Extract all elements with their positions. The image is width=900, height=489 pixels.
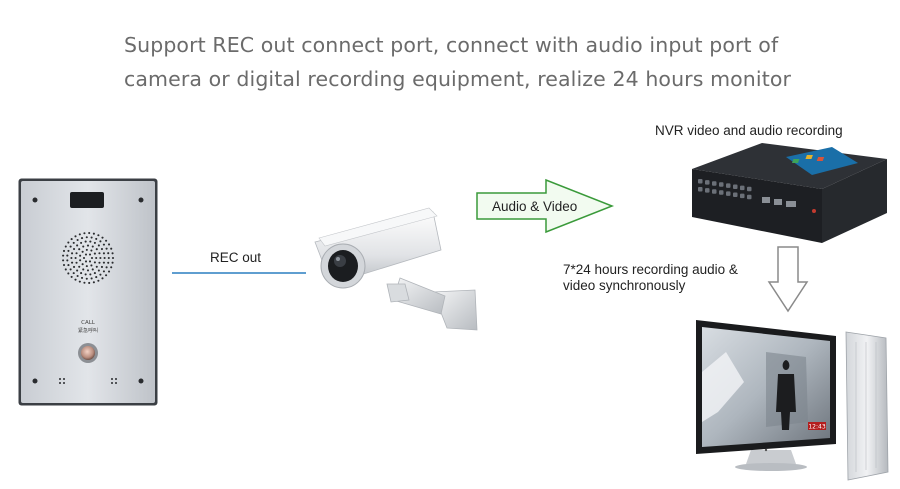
headline: Support REC out connect port, connect wi…	[124, 28, 844, 96]
headline-line-1: Support REC out connect port, connect wi…	[124, 28, 844, 62]
cctv-camera	[305, 200, 485, 330]
audio-video-label: Audio & Video	[492, 199, 577, 215]
door-intercom-panel: CALL 紧急呼叫	[18, 178, 158, 406]
monitor-timestamp: 12:43	[808, 424, 825, 431]
call-label: CALL	[81, 320, 96, 326]
rec-out-label: REC out	[210, 250, 261, 266]
nvr-label: NVR video and audio recording	[655, 123, 843, 139]
recording-down-arrow	[768, 246, 808, 312]
call-cn-label: 紧急呼叫	[78, 327, 98, 334]
computer-tower	[846, 332, 888, 480]
recording-label-line-2: video synchronously	[563, 278, 738, 294]
headline-line-2: camera or digital recording equipment, r…	[124, 62, 844, 96]
nvr-device	[682, 141, 892, 246]
monitor-display: 12:43	[696, 312, 891, 487]
recording-label: 7*24 hours recording audio & video synch…	[563, 262, 738, 294]
rec-out-connection	[172, 271, 306, 275]
recording-label-line-1: 7*24 hours recording audio &	[563, 262, 738, 278]
